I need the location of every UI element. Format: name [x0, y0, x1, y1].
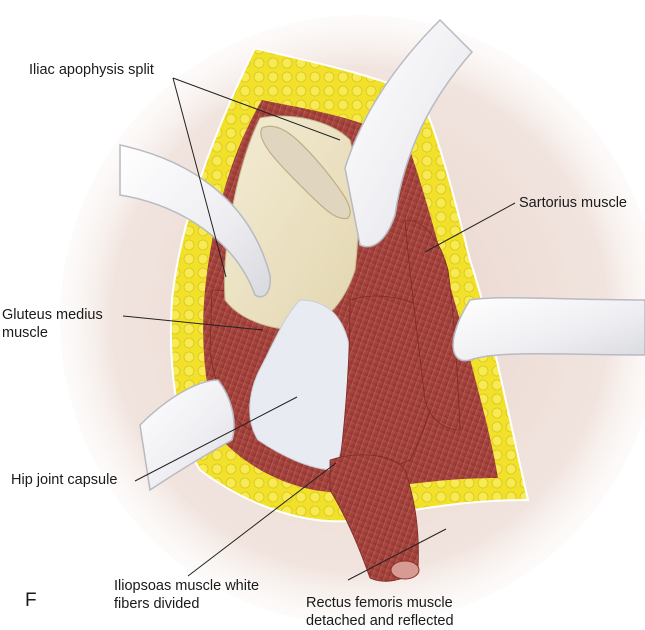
label-rectus-femoris-line1: Rectus femoris muscle: [306, 595, 453, 611]
label-hip-joint-capsule: Hip joint capsule: [11, 472, 118, 488]
label-gluteus-medius-line2: muscle: [2, 325, 48, 341]
leader-sartorius: [424, 202, 516, 253]
retractor-right: [452, 297, 645, 362]
leader-iliopsoas: [187, 462, 337, 577]
label-iliopsoas-line1: Iliopsoas muscle white: [114, 578, 260, 594]
label-gluteus-medius-line1: Gluteus medius: [2, 307, 103, 323]
retractor-left-upper: [119, 144, 271, 298]
leader-rectus-femoris: [347, 528, 447, 581]
label-sartorius-muscle: Sartorius muscle: [519, 195, 627, 211]
label-iliac-apophysis-split: Iliac apophysis split: [29, 62, 154, 78]
rectus-tendon-end: [390, 560, 420, 580]
leader-gluteus-medius: [122, 315, 264, 331]
leader-iliac-apophysis-a: [172, 77, 341, 141]
leader-iliac-apophysis-b: [172, 77, 227, 278]
retractor-top-right: [344, 18, 474, 248]
hip-joint-capsule: [249, 299, 351, 471]
label-rectus-femoris-line2: detached and reflected: [306, 613, 454, 629]
leader-lines: [122, 77, 516, 581]
panel-letter: F: [25, 590, 37, 611]
label-iliopsoas-line2: fibers divided: [114, 596, 200, 612]
leader-hip-capsule: [134, 396, 298, 482]
iliac-apophysis-cut: [260, 125, 351, 220]
sartorius-muscle: [404, 219, 461, 431]
retractor-left-lower: [139, 379, 235, 492]
